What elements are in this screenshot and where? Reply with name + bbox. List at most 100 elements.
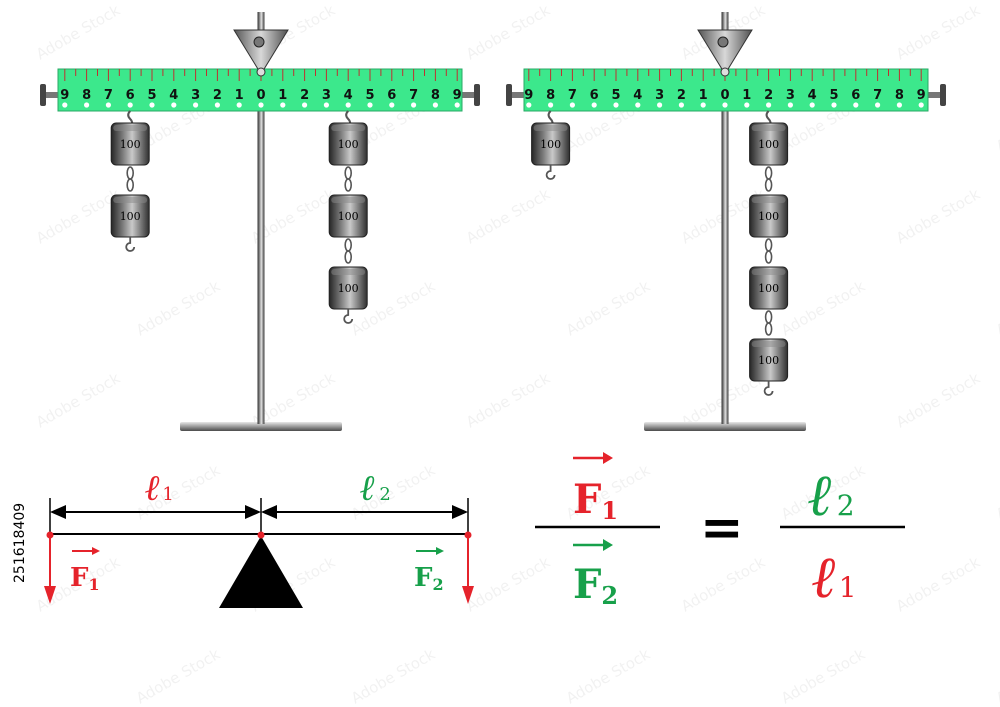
weight-label: 100 (338, 210, 359, 223)
ruler-hole (432, 102, 438, 108)
f2-vector-label: F2 (414, 547, 444, 594)
ruler-tick-label: 0 (256, 88, 265, 103)
ruler-tick-label: 7 (568, 88, 577, 103)
ruler-hole (389, 102, 395, 108)
right-weight-stack: 100 100 100 100 (749, 110, 789, 396)
ruler-hole (591, 102, 597, 108)
ruler-hole (454, 102, 460, 108)
weight-100-icon: 100 (531, 122, 571, 166)
watermark-text: Adobe Stock (563, 277, 653, 340)
watermark-text: Adobe Stock (33, 369, 123, 432)
f1-vector-label: F1 (70, 547, 100, 594)
ruler-hole (171, 102, 177, 108)
f1-force-arrow-icon (44, 531, 56, 604)
left-weight-stack: 100 (531, 110, 571, 180)
ruler-hole (831, 102, 837, 108)
ruler-hole (258, 102, 264, 108)
ruler-tick-label: 7 (873, 88, 882, 103)
ruler-hole (367, 102, 373, 108)
ruler-tick-label: 9 (917, 88, 926, 103)
fulcrum-icon (219, 536, 303, 608)
watermark-text: Adobe Stock (778, 277, 868, 340)
bottom-hook-icon (763, 381, 774, 396)
watermark-text: Adobe Stock (463, 1, 553, 64)
ruler-hole (127, 102, 133, 108)
ruler-tick-label: 5 (365, 88, 374, 103)
ruler-hole (766, 102, 772, 108)
formula-f2-denominator: F2 (573, 539, 618, 610)
l2-dimension-arrow (261, 505, 468, 519)
weight-100-icon: 100 (328, 122, 368, 166)
watermark-text: Adobe Stock (348, 645, 438, 707)
ruler-tick-label: 2 (677, 88, 686, 103)
ruler-hole (62, 102, 68, 108)
ruler-hole (214, 102, 220, 108)
watermark-text: Adobe Stock (893, 369, 983, 432)
ruler-tick-label: 2 (764, 88, 773, 103)
watermark-text: Adobe Stock (33, 185, 123, 248)
weight-100-icon: 100 (749, 266, 789, 310)
ruler-tick-label: 0 (720, 88, 729, 103)
ruler-hole (896, 102, 903, 108)
weight-100-icon: 100 (328, 194, 368, 238)
watermark-text: Adobe Stock (33, 1, 123, 64)
ruler-hole (526, 102, 532, 108)
weight-label: 100 (758, 210, 779, 223)
svg-text:F1: F1 (573, 476, 618, 525)
ruler-tick-label: 6 (387, 88, 396, 103)
svg-text:F1: F1 (70, 563, 100, 594)
stand-rod (721, 12, 729, 424)
ruler-tick-label: 6 (590, 88, 599, 103)
ruler-hole (280, 102, 286, 108)
watermark-text: Adobe Stock (993, 93, 1000, 156)
weight-100-icon: 100 (749, 122, 789, 166)
ruler-hole (635, 102, 641, 108)
ruler-hole (722, 102, 728, 108)
ruler-tick-label: 8 (431, 88, 440, 103)
ruler-tick-label: 9 (524, 88, 533, 103)
axle-knob-icon (40, 84, 480, 106)
stand-base (180, 422, 342, 431)
watermark-text: Adobe Stock (463, 553, 553, 616)
ruler-hole (918, 102, 924, 108)
svg-text:ℓ1: ℓ1 (812, 543, 857, 611)
l1-dimension-arrow (50, 505, 261, 519)
ruler-tick-label: 4 (169, 88, 178, 103)
weight-label: 100 (120, 138, 141, 151)
weight-100-icon: 100 (328, 266, 368, 310)
ruler-hole (613, 102, 619, 108)
weight-label: 100 (758, 138, 779, 151)
weight-100-icon: 100 (110, 122, 150, 166)
ruler-tick-label: 7 (104, 88, 113, 103)
ruler-hole (105, 102, 111, 108)
weight-label: 100 (758, 282, 779, 295)
ruler-hole (875, 102, 881, 108)
ruler-tick-label: 1 (742, 88, 751, 103)
ruler-hole (657, 102, 663, 108)
formula-l1-denominator: ℓ1 (812, 543, 857, 611)
stand-rod (257, 12, 265, 424)
watermark-text: Adobe Stock (463, 185, 553, 248)
ruler-hole (149, 102, 155, 108)
weight-100-icon: 100 (749, 338, 789, 382)
formula-equals-sign: = (700, 497, 744, 558)
ruler-tick-label: 5 (829, 88, 838, 103)
weight-100-icon: 100 (749, 194, 789, 238)
ruler-tick-label: 6 (851, 88, 860, 103)
watermark-text: Adobe Stock (993, 277, 1000, 340)
ruler-tick-label: 1 (235, 88, 244, 103)
watermark-text: Adobe Stock (993, 461, 1000, 524)
watermark-text: Adobe Stock (893, 1, 983, 64)
formula-f1-numerator: F1 (573, 452, 618, 525)
weight-label: 100 (338, 138, 359, 151)
watermark-text: Adobe Stock (563, 645, 653, 707)
ruler-hole (411, 102, 417, 108)
